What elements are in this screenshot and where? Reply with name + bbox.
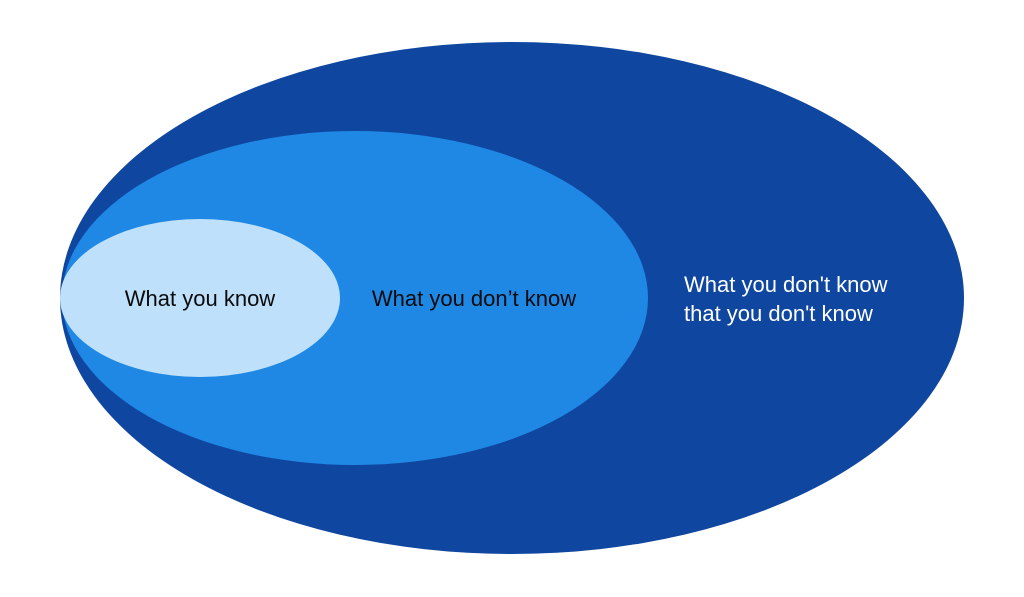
known-label: What you know <box>125 286 276 311</box>
unknown-unknowns-label-line-1: What you don't know <box>684 272 888 297</box>
unknown-unknowns-label-line-2: that you don't know <box>684 301 873 326</box>
known-unknowns-ellipse <box>62 131 648 465</box>
known-ellipse <box>60 219 340 377</box>
known-unknowns-label: What you don’t know <box>372 286 576 311</box>
